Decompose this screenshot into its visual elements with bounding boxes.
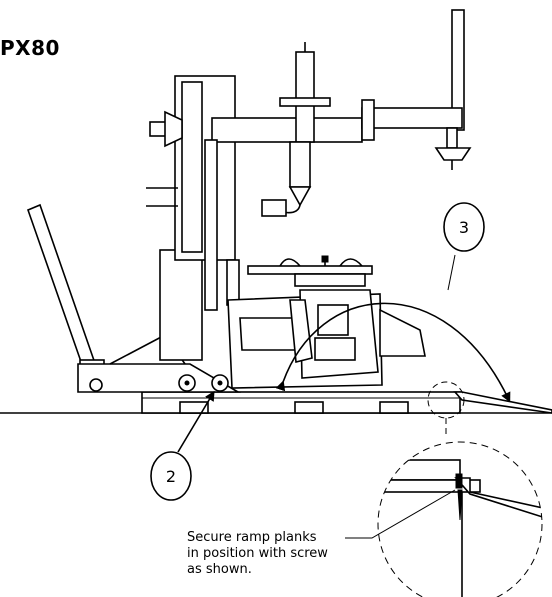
note-line-1: Secure ramp planks: [187, 530, 317, 545]
note-leader-line: [345, 489, 456, 539]
note-line-3: as shown.: [187, 562, 252, 577]
callout-3-circle: [443, 202, 485, 252]
model-label: PX80: [0, 36, 60, 60]
machine-column: [146, 75, 363, 361]
detail-reference-circle: [427, 381, 465, 419]
press-tool: [261, 42, 331, 217]
turntable: [227, 255, 426, 389]
callout-3-leader: [447, 254, 456, 291]
callout-2-arrow: [177, 390, 215, 453]
ramp-plank: [453, 391, 552, 414]
jack-body: [77, 334, 241, 393]
callout-2-circle: [150, 451, 192, 501]
note-line-2: in position with screw: [187, 546, 328, 561]
pallet-base: [141, 391, 461, 414]
ramp-detail-view: [377, 441, 543, 597]
boom-arm: [361, 9, 472, 170]
movement-arrow: [275, 302, 511, 403]
ramp-note: Secure ramp planks in position with scre…: [187, 530, 347, 578]
jack-handle: [26, 203, 105, 378]
